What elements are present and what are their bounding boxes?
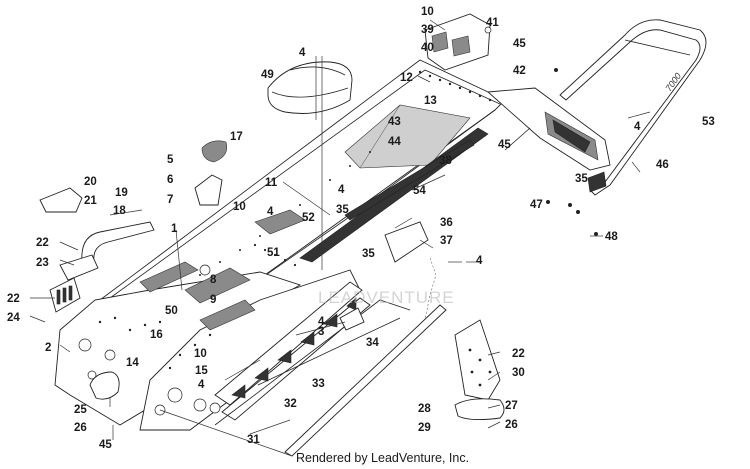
callout-label: 13 [424, 95, 437, 107]
footer-credit: Rendered by LeadVenture, Inc. [296, 451, 470, 465]
truss-rail [214, 281, 411, 426]
callout-label: 41 [486, 17, 499, 29]
callout-label: 50 [165, 305, 178, 317]
callout-label: 30 [512, 367, 525, 379]
callout-label: 9 [210, 294, 216, 306]
callout-label: 4 [198, 379, 205, 391]
callout-label: 53 [702, 116, 715, 128]
callout-label: 1 [171, 223, 178, 235]
callout-label: 54 [413, 185, 426, 197]
chassis-tunnel [99, 59, 506, 331]
callout-label: 45 [99, 439, 112, 451]
callout-label: 27 [505, 400, 518, 412]
callout-label: 4 [299, 47, 306, 59]
callout-label: 36 [440, 217, 453, 229]
callout-label: 12 [400, 72, 413, 84]
callout-label: 48 [605, 231, 618, 243]
callout-label: 26 [505, 419, 518, 431]
callout-label: 15 [195, 365, 208, 377]
callout-labels: 1 2 3 4 4 4 4 4 4 4 5 6 7 8 9 10 10 10 1… [7, 6, 715, 451]
callout-label: 22 [7, 293, 20, 305]
misc-parts [39, 68, 598, 421]
callout-label: 28 [418, 403, 431, 415]
callout-label: 4 [267, 206, 274, 218]
callout-label: 8 [210, 274, 217, 286]
callout-label: 46 [656, 159, 669, 171]
bottom-bar [159, 304, 447, 457]
callout-label: 43 [388, 116, 401, 128]
callout-label: 4 [476, 255, 483, 267]
top-bracket [424, 13, 492, 71]
callout-label: 51 [267, 247, 280, 259]
callout-label: 4 [338, 184, 345, 196]
callout-label: 45 [498, 139, 511, 151]
callout-label: 21 [84, 195, 97, 207]
callout-label: 11 [265, 177, 278, 189]
callout-label: 4 [634, 121, 641, 133]
callout-label: 14 [126, 357, 139, 369]
callout-label: 6 [167, 174, 173, 186]
callout-label: 35 [362, 248, 375, 260]
callout-label: 52 [302, 212, 315, 224]
callout-label: 16 [150, 329, 163, 341]
callout-label: 22 [512, 348, 525, 360]
callout-label: 17 [230, 131, 243, 143]
callout-label: 42 [513, 65, 526, 77]
callout-label: 35 [336, 204, 349, 216]
rear-bumper: 7000 [559, 19, 707, 196]
callout-label: 33 [312, 378, 325, 390]
leader-lines [29, 19, 651, 440]
callout-label: 26 [74, 422, 87, 434]
callout-label: 40 [421, 42, 434, 54]
callout-label: 19 [115, 187, 128, 199]
callout-label: 34 [366, 337, 379, 349]
callout-label: 10 [233, 201, 246, 213]
callout-label: 7 [167, 194, 173, 206]
callout-label: 29 [418, 422, 431, 434]
callout-label: 5 [167, 154, 174, 166]
callout-label: 20 [84, 176, 97, 188]
callout-label: 45 [513, 38, 526, 50]
callout-label: 4 [318, 316, 325, 328]
snow-flap [486, 87, 611, 171]
callout-label: 23 [36, 257, 49, 269]
callout-label: 39 [421, 24, 434, 36]
callout-label: 25 [74, 404, 87, 416]
callout-label: 22 [36, 237, 49, 249]
callout-label: 35 [575, 173, 588, 185]
callout-label: 31 [247, 434, 260, 446]
callout-label: 3 [318, 326, 324, 338]
callout-label: 38 [439, 155, 452, 167]
callout-label: 2 [45, 342, 51, 354]
seat-pad [267, 61, 353, 114]
callout-label: 18 [113, 205, 126, 217]
callout-label: 47 [530, 199, 543, 211]
callout-label: 24 [7, 312, 20, 324]
callout-label: 49 [261, 69, 274, 81]
callout-label: 37 [440, 235, 453, 247]
callout-label: 10 [421, 6, 434, 18]
callout-label: 44 [388, 136, 401, 148]
callout-label: 10 [194, 348, 207, 360]
callout-label: 32 [284, 398, 297, 410]
